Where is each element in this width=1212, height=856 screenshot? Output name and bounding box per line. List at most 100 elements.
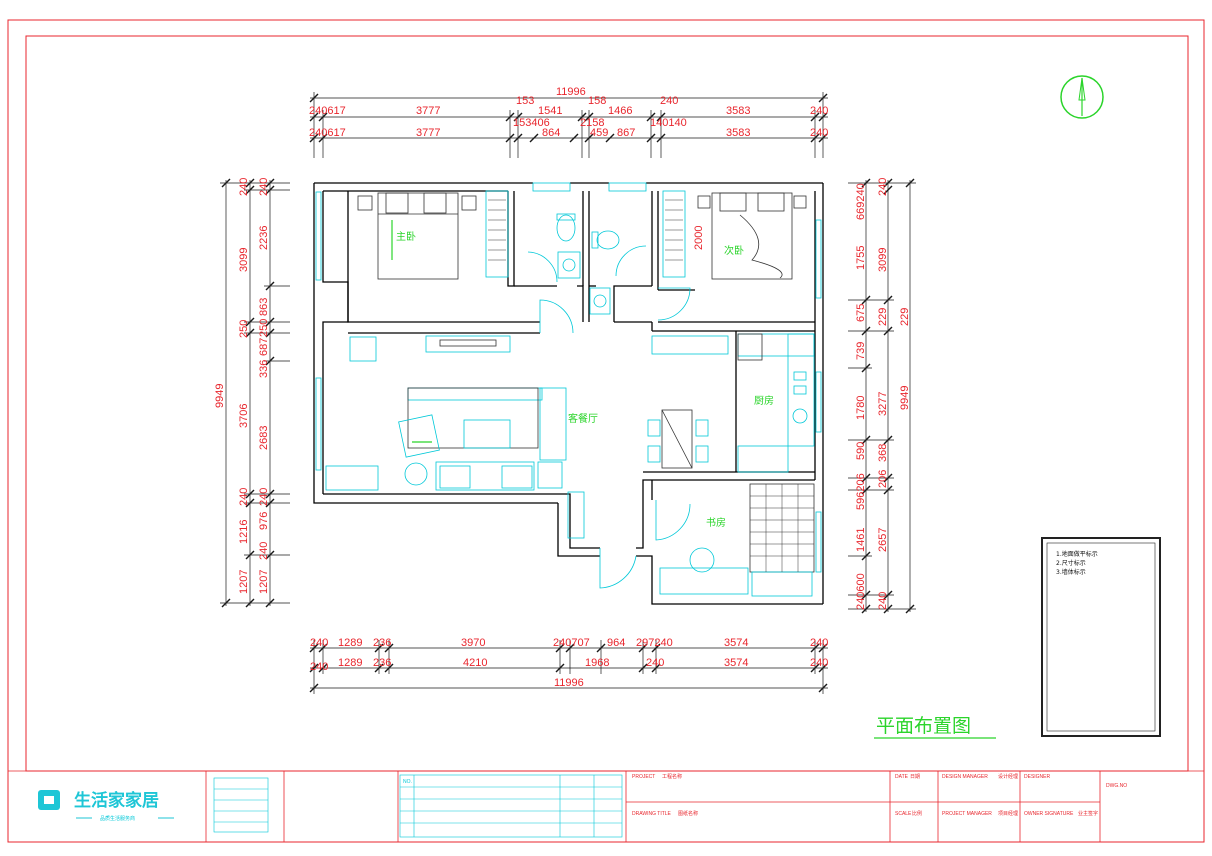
dim-left-1-0: 240 — [238, 178, 250, 196]
dim-left-2-6: 2683 — [258, 426, 270, 450]
dim-right-2-2: 229 — [877, 308, 889, 326]
dim-top-2-4: 2158 — [580, 117, 604, 129]
brand-name: 生活家家居 — [74, 790, 159, 811]
tb-owner-signature-value: 业主签字 — [1078, 810, 1098, 817]
dim-right-1-1: 1755 — [855, 246, 867, 270]
dim-bottom-1-6: 297240 — [636, 637, 673, 649]
dim-left-2-4: 687 — [258, 338, 270, 356]
tb-scale-value: 比例 — [912, 810, 922, 817]
dim-top-2-6: 867 — [617, 127, 635, 139]
dim-top-1-5: 1466 — [608, 105, 632, 117]
dim-top-1-3: 1541 — [538, 105, 562, 117]
dim-bottom-2-1: 1289 — [338, 657, 362, 669]
dim-bottom-1-7: 3574 — [724, 637, 748, 649]
tb-designer: DESIGNER — [1024, 774, 1051, 780]
dim-right-2-3: 3277 — [877, 392, 889, 416]
dim-bottom-2-2: 236 — [373, 657, 391, 669]
dim-top-1-2: 153 — [516, 95, 534, 107]
dim-left-1-1: 3099 — [238, 248, 250, 272]
dim-top-1-7: 3583 — [726, 105, 750, 117]
tb-project: PROJECT — [632, 774, 655, 780]
title-block — [8, 770, 1204, 842]
dim-left-2-5: 336 — [258, 360, 270, 378]
dimension-lines-bottom — [310, 640, 828, 694]
dim-top-2-8: 3583 — [726, 127, 750, 139]
walls — [313, 182, 824, 605]
dim-left-2-0: 240 — [258, 178, 270, 196]
dim-right-1-4: 1780 — [855, 396, 867, 420]
tb-scale: SCALE — [895, 811, 912, 817]
dim-left-1-4: 240 — [238, 488, 250, 506]
dim-top-1-1: 3777 — [416, 105, 440, 117]
dim-right-1-8: 240600 — [855, 573, 867, 610]
dim-bottom-2-4: 1968 — [585, 657, 609, 669]
tb-project-manager: PROJECT MANAGER — [942, 811, 992, 817]
dim-top-total: 11996 — [556, 86, 586, 98]
study-floor-pattern — [750, 484, 814, 572]
tb-no-header: NO. — [403, 779, 412, 785]
dim-left-2-7: 240 — [258, 488, 270, 506]
tb-design-manager: DESIGN MANAGER — [942, 774, 988, 780]
tb-date: DATE — [895, 774, 909, 780]
dim-bottom-1-3: 3970 — [461, 637, 485, 649]
dim-bottom-2-3: 4210 — [463, 657, 487, 669]
windows — [315, 182, 822, 573]
dim-bottom-2-0: 240 — [310, 661, 328, 673]
north-arrow-icon — [1060, 75, 1104, 119]
tb-project-value: 工程名称 — [662, 773, 682, 780]
dim-right-1-3: 739 — [855, 342, 867, 360]
dim-top-2-5: 459 — [590, 127, 608, 139]
dim-bottom-2-7: 240 — [810, 657, 828, 669]
tb-drawing-title-value: 图纸名称 — [678, 810, 698, 817]
dim-left-1-3: 3706 — [238, 404, 250, 428]
dim-left-2-3: 250 — [258, 319, 270, 337]
dimension-lines-left — [220, 180, 290, 606]
dim-top-2-7: 140140 — [650, 117, 687, 129]
tb-project-manager-value: 项目经理 — [998, 810, 1018, 817]
title-block-logo — [38, 790, 174, 819]
dim-left-2-1: 2236 — [258, 226, 270, 250]
legend-box — [1041, 537, 1161, 737]
tb-date-value: 日期 — [910, 774, 920, 780]
construction-lines — [391, 220, 432, 443]
legend-item-2: 2.尺寸标示 — [1056, 559, 1086, 567]
dim-left-1-2: 250 — [238, 320, 250, 338]
legend-item-3: 3.墙体标示 — [1056, 568, 1086, 576]
dim-left-2-8: 976 — [258, 512, 270, 530]
dim-right-2-5: 206 — [877, 470, 889, 488]
dim-right-total: 9949 — [899, 386, 911, 410]
tb-dwg-no: DWG.NO — [1106, 783, 1127, 789]
dim-top-1-0: 240617 — [309, 105, 346, 117]
legend-item-1: 1.地面做平标示 — [1056, 550, 1098, 558]
dim-bottom-2-6: 3574 — [724, 657, 748, 669]
room-label-second-bedroom: 次卧 — [724, 244, 744, 257]
dimension-lines-right — [848, 180, 916, 612]
dimension-lines-top — [310, 92, 828, 158]
dim-top-2-2: 153406 — [513, 117, 550, 129]
sheet-outer-frame — [7, 19, 1205, 843]
room-label-living-dining: 客餐厅 — [568, 412, 598, 425]
fixtures — [325, 190, 815, 597]
room-label-kitchen: 厨房 — [754, 394, 774, 407]
dim-right-2-0: 240 — [877, 178, 889, 196]
dim-right-3-0: 229 — [899, 308, 911, 326]
dim-right-2-1: 3099 — [877, 248, 889, 272]
dim-right-2-4: 368 — [877, 444, 889, 462]
dim-top-2-1: 3777 — [416, 127, 440, 139]
dim-right-1-7: 1461 — [855, 528, 867, 552]
dim-left-1-5: 1216 — [238, 520, 250, 544]
dim-right-1-6: 596206 — [855, 473, 867, 510]
dim-right-1-5: 590 — [855, 442, 867, 460]
dim-bottom-1-0: 240 — [310, 637, 328, 649]
dim-right-2-7: 240 — [877, 592, 889, 610]
dim-bottom-1-5: 964 — [607, 637, 625, 649]
dim-top-2-3: 864 — [542, 127, 560, 139]
dim-left-2-10: 1207 — [258, 570, 270, 594]
dim-right-1-0: 669240 — [855, 183, 867, 220]
dim-left-2-2: 863 — [258, 298, 270, 316]
title-block-table — [213, 774, 623, 838]
dim-bottom-1-8: 240 — [810, 637, 828, 649]
plan-title: 平面布置图 — [876, 715, 971, 737]
dim-top-1-8: 240 — [810, 105, 828, 117]
